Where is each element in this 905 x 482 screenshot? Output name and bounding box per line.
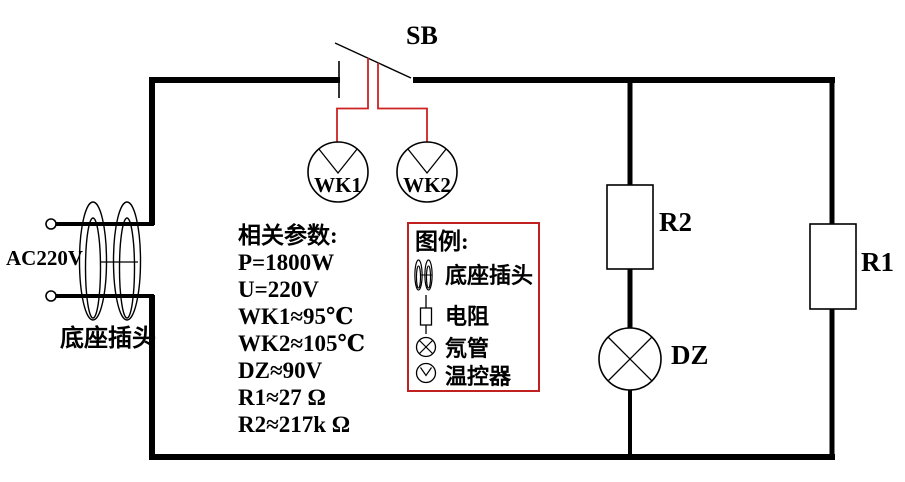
resistor-r1-label: R1: [861, 247, 894, 277]
switch-sb-symbol: [334, 42, 412, 98]
legend-box: 图例: 底座插头 电阻 氖管 温控器: [407, 222, 540, 392]
thermostat-wk2-label: WK2: [403, 173, 451, 197]
legend-item-thermostat-label: 温控器: [445, 364, 512, 389]
parameters-block: 相关参数: P=1800W U=220V WK1≈95℃ WK2≈105℃ DZ…: [238, 222, 365, 438]
thermostat-wk2-symbol: [396, 141, 458, 203]
parameter-line: WK2≈105℃: [238, 331, 366, 356]
switch-sb-label: SB: [406, 21, 438, 50]
thermostat-icon: [415, 362, 437, 384]
resistor-r1-symbol: [809, 223, 857, 310]
parameter-line: U=220V: [238, 277, 319, 302]
base-plug-label: 底座插头: [60, 326, 156, 352]
main-loop-wires: [149, 77, 835, 460]
resistor-icon: [419, 295, 433, 334]
parameter-line: R2≈217k Ω: [238, 412, 351, 437]
resistor-r2-symbol: [606, 184, 654, 270]
red-wire-wk1: [336, 58, 369, 143]
base-plug-symbol: [45, 201, 154, 321]
legend-item-neon-label: 氖管: [445, 336, 490, 361]
legend-title: 图例:: [415, 229, 469, 254]
legend-plug-icon: [414, 259, 433, 291]
red-wire-wk2: [377, 63, 428, 143]
thermostat-wk1-label: WK1: [314, 173, 362, 197]
legend-item-plug-label: 底座插头: [445, 263, 534, 288]
thermostat-wk1-symbol: [307, 141, 369, 203]
legend-item-resistor-label: 电阻: [445, 304, 490, 329]
parameter-line: DZ≈90V: [238, 358, 323, 383]
ac-source-label: AC220V: [6, 246, 83, 270]
parameter-line: WK1≈95℃: [238, 304, 354, 329]
resistor-r2-label: R2: [659, 207, 692, 237]
neon-lamp-icon: [415, 336, 437, 358]
parameter-line: R1≈27 Ω: [238, 385, 326, 410]
neon-lamp-dz-label: DZ: [671, 340, 709, 370]
neon-lamp-dz-symbol: [598, 327, 662, 391]
control-wires: [336, 58, 428, 143]
parameters-title: 相关参数:: [238, 223, 338, 248]
parameter-line: P=1800W: [238, 250, 335, 275]
